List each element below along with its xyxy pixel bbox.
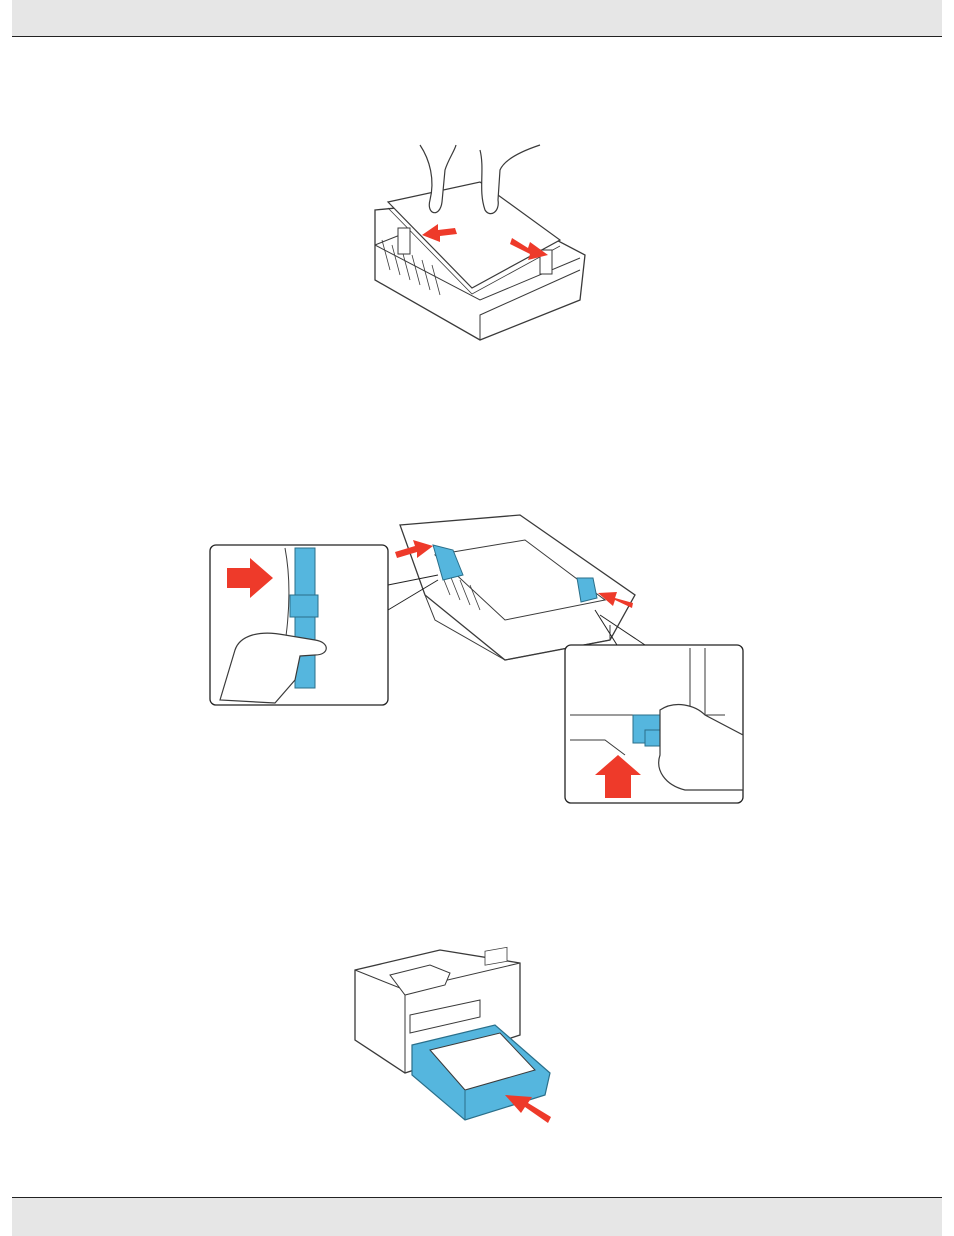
load-paper-illustration [360,140,600,345]
arrow-icon [505,1095,551,1123]
printer-illustration [350,945,560,1130]
right-guide-inset [565,645,743,803]
figure-load-paper [360,140,600,345]
page-header-bar [12,0,942,37]
left-guide-inset [210,545,388,705]
page-footer-bar [12,1197,942,1236]
figure-insert-cassette [350,945,560,1130]
figure-adjust-edge-guides [205,500,750,810]
edge-guides-illustration [205,500,750,810]
